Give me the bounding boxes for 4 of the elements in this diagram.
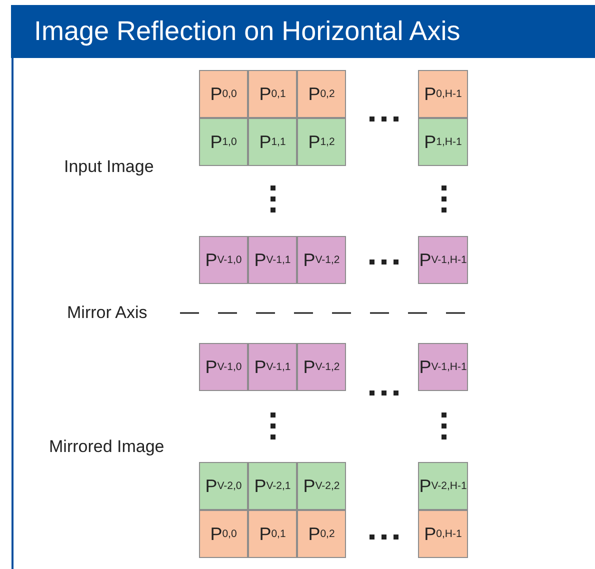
row-label: Input Image — [64, 157, 154, 177]
row-label: Mirror Axis — [67, 303, 148, 323]
title-bar: Image Reflection on Horizontal Axis — [11, 5, 595, 58]
row-label: Mirrored Image — [49, 437, 164, 457]
